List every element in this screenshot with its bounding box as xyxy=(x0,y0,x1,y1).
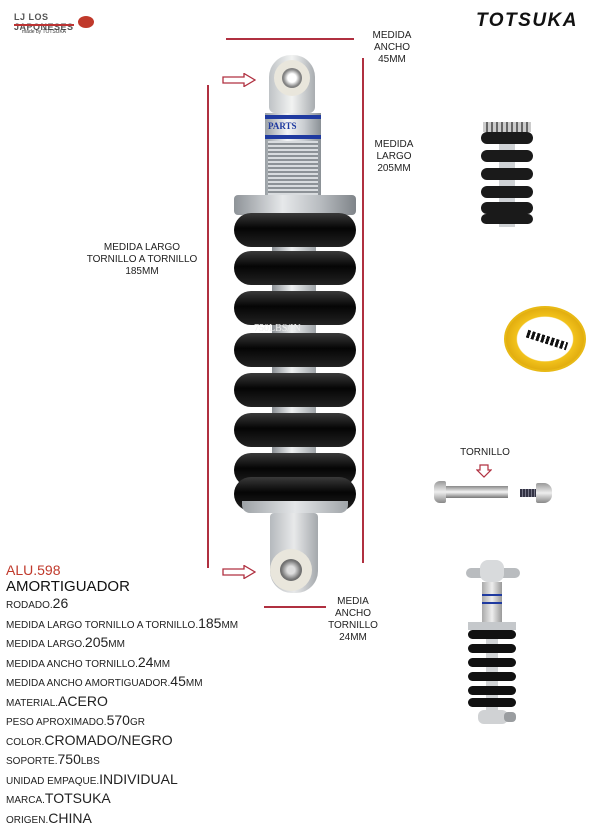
spec-key: MATERIAL. xyxy=(6,698,58,709)
spec-row-largo-tornillo: MEDIDA LARGO TORNILLO A TORNILLO.185MM xyxy=(6,615,306,635)
spec-key: COLOR. xyxy=(6,737,44,748)
tube-marking: PARTS xyxy=(268,121,297,131)
spec-value: 185 xyxy=(198,615,221,631)
spec-unit: MM xyxy=(153,659,170,670)
bolt-width-line4: 24MM xyxy=(320,632,386,644)
bolt-label: TORNILLO xyxy=(450,447,520,459)
blue-band-top xyxy=(265,115,321,119)
bolt-image xyxy=(434,481,514,503)
spec-row-rodado: RODADO.26 xyxy=(6,595,306,615)
mini-shock-icon xyxy=(526,330,568,351)
spec-value: 750 xyxy=(58,751,81,767)
spec-row-origen: ORIGEN.CHINA xyxy=(6,810,306,829)
spec-unit: GR xyxy=(130,717,145,728)
spec-key: MEDIDA LARGO TORNILLO A TORNILLO. xyxy=(6,620,198,631)
spec-key: RODADO. xyxy=(6,600,53,611)
spec-key: SOPORTE. xyxy=(6,756,58,767)
bike-application-badge xyxy=(504,306,586,372)
width-measure-line-top xyxy=(226,38,354,40)
spring-coil xyxy=(234,333,356,367)
bottom-cap xyxy=(242,501,348,513)
bolt-to-bolt-line2: TORNILLO A TORNILLO xyxy=(80,254,204,266)
arrow-down-icon xyxy=(476,464,492,478)
spec-value: INDIVIDUAL xyxy=(99,771,178,787)
width-annotation-line2: ANCHO xyxy=(362,42,422,54)
dealer-logo: LJ LOS JAPONESES made by TOTSUKA xyxy=(14,12,104,46)
product-code: ALU.598 xyxy=(6,563,306,578)
motorbike-icon xyxy=(78,16,94,28)
spec-value: 26 xyxy=(53,595,69,611)
spring-marking: 750LBS/IN xyxy=(254,323,301,334)
spec-value: CHINA xyxy=(48,810,92,826)
dealer-logo-underline xyxy=(14,24,74,26)
width-annotation: MEDIDA ANCHO 45MM xyxy=(362,30,422,66)
length-annotation-line1: MEDIDA xyxy=(364,139,424,151)
spec-unit: MM xyxy=(221,620,238,631)
spec-key: MEDIDA ANCHO TORNILLO. xyxy=(6,659,138,670)
length-annotation-line3: 205MM xyxy=(364,163,424,175)
spec-value: ACERO xyxy=(58,693,108,709)
product-title: AMORTIGUADOR xyxy=(6,578,306,595)
spec-value: 24 xyxy=(138,654,154,670)
bolt-width-line3: TORNILLO xyxy=(320,620,386,632)
bolt-to-bolt-line3: 185MM xyxy=(80,266,204,278)
spec-key: PESO APROXIMADO. xyxy=(6,717,107,728)
bolt-width-line1: MEDIA xyxy=(320,596,386,608)
spec-value: CROMADO/NEGRO xyxy=(44,732,172,748)
spec-row-ancho-amortiguador: MEDIDA ANCHO AMORTIGUADOR.45MM xyxy=(6,673,306,693)
spec-row-peso: PESO APROXIMADO.570GR xyxy=(6,712,306,732)
spec-row-unidad-empaque: UNIDAD EMPAQUE.INDIVIDUAL xyxy=(6,771,306,791)
spec-unit: MM xyxy=(108,639,125,650)
spring-coil xyxy=(234,213,356,247)
spec-row-largo: MEDIDA LARGO.205MM xyxy=(6,634,306,654)
spec-value: 45 xyxy=(170,673,186,689)
spec-key: MEDIDA ANCHO AMORTIGUADOR. xyxy=(6,678,170,689)
bolt-to-bolt-annotation: MEDIDA LARGO TORNILLO A TORNILLO 185MM xyxy=(80,242,204,278)
spec-value: TOTSUKA xyxy=(45,790,111,806)
length-measure-line-left xyxy=(207,85,209,568)
spec-key: ORIGEN. xyxy=(6,815,48,826)
bolt-width-annotation: MEDIA ANCHO TORNILLO 24MM xyxy=(320,596,386,644)
spring-coil xyxy=(234,291,356,325)
nut-screw-image xyxy=(520,483,554,503)
spec-unit: LBS xyxy=(81,756,100,767)
top-bolt-hole xyxy=(282,68,302,88)
spec-key: MARCA. xyxy=(6,795,45,806)
product-specs: ALU.598 AMORTIGUADOR RODADO.26 MEDIDA LA… xyxy=(6,563,306,829)
width-annotation-line3: 45MM xyxy=(362,54,422,66)
spec-unit: MM xyxy=(186,678,203,689)
spec-row-soporte: SOPORTE.750LBS xyxy=(6,751,306,771)
dealer-logo-subtext: made by TOTSUKA xyxy=(22,29,66,35)
spring-coil xyxy=(234,373,356,407)
spec-row-color: COLOR.CROMADO/NEGRO xyxy=(6,732,306,752)
spec-value: 570 xyxy=(107,712,130,728)
width-annotation-line1: MEDIDA xyxy=(362,30,422,42)
spec-row-material: MATERIAL.ACERO xyxy=(6,693,306,713)
shock-thumbnail-image xyxy=(462,560,522,730)
length-annotation: MEDIDA LARGO 205MM xyxy=(364,139,424,175)
spec-key: UNIDAD EMPAQUE. xyxy=(6,776,99,787)
bolt-width-line2: ANCHO xyxy=(320,608,386,620)
shock-absorber-image: PARTS 750LBS/IN xyxy=(232,55,362,595)
length-annotation-line2: LARGO xyxy=(364,151,424,163)
spec-value: 205 xyxy=(85,634,108,650)
brand-logo: TOTSUKA xyxy=(476,10,578,32)
spring-coil xyxy=(234,413,356,447)
threaded-section xyxy=(268,141,318,197)
preload-collar xyxy=(234,195,356,215)
spring-coil xyxy=(234,251,356,285)
spring-closeup-image xyxy=(477,122,537,232)
spec-key: MEDIDA LARGO. xyxy=(6,639,85,650)
spec-row-ancho-tornillo: MEDIDA ANCHO TORNILLO.24MM xyxy=(6,654,306,674)
bolt-to-bolt-line1: MEDIDA LARGO xyxy=(80,242,204,254)
blue-band-bottom xyxy=(265,135,321,139)
length-measure-line-right xyxy=(362,58,364,563)
